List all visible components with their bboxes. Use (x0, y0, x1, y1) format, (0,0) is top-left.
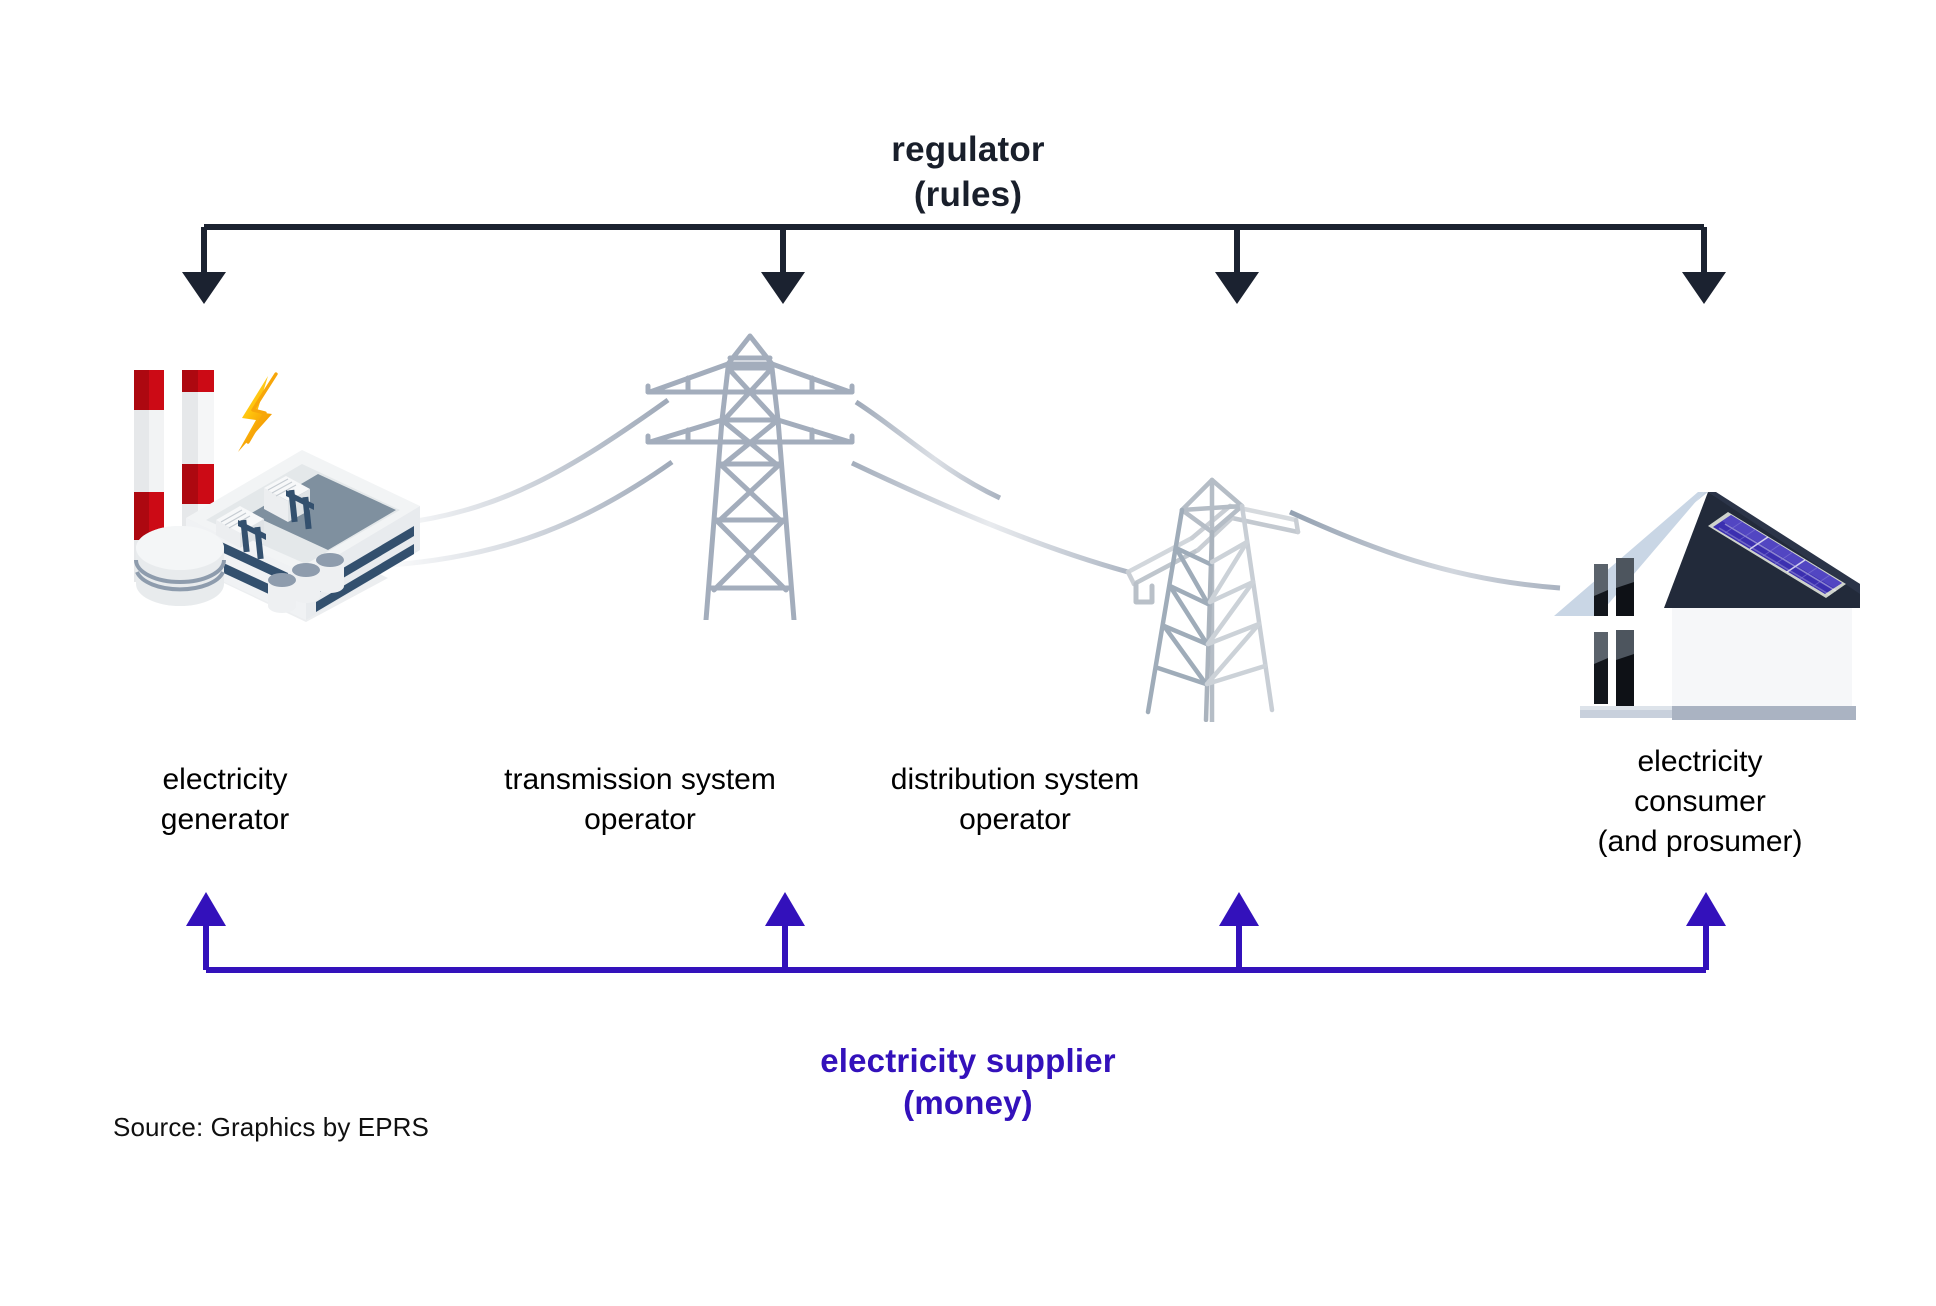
regulator-title: regulator (rules) (0, 128, 1936, 218)
transmission-pylon-icon (645, 333, 855, 620)
label-transmission-system-operator: transmission system operator (455, 760, 825, 840)
label-distribution-system-operator: distribution system operator (830, 760, 1200, 840)
supplier-arrowhead-transmission (765, 892, 805, 926)
regulator-title-line1: regulator (891, 130, 1045, 169)
regulator-arrowhead-transmission (761, 272, 805, 304)
label-generator-line1: electricity (162, 763, 288, 796)
power-line-gen-to-tso-upper (394, 397, 670, 527)
small-tanks (268, 553, 344, 613)
supplier-arrowhead-generator (186, 892, 226, 926)
power-plant-icon (134, 370, 420, 622)
label-transmission-line2: operator (584, 802, 696, 836)
label-transmission-line1: transmission system (504, 763, 776, 796)
storage-tank (134, 526, 226, 606)
house-base-front (1672, 706, 1856, 720)
power-line-dso-to-consumer (1288, 509, 1561, 591)
regulator-arrowhead-generator (182, 272, 226, 304)
house-front-wall (1672, 596, 1852, 706)
distribution-tower-icon (1125, 477, 1301, 722)
house-with-solar-panel-icon (1554, 492, 1860, 720)
label-distribution-line2: operator (959, 802, 1071, 836)
label-electricity-consumer: electricity consumer (and prosumer) (1510, 742, 1890, 862)
power-line-tso-to-dso (850, 460, 1129, 575)
label-consumer-line1: electricity (1637, 745, 1763, 778)
label-distribution-line1: distribution system (890, 763, 1140, 796)
supplier-title-line2: (money) (903, 1084, 1033, 1122)
supplier-arrowhead-consumer (1686, 892, 1726, 926)
regulator-arrowhead-distribution (1215, 272, 1259, 304)
regulator-arrowhead-consumer (1682, 272, 1726, 304)
supplier-arrowhead-distribution (1219, 892, 1259, 926)
label-consumer-line2: consumer (1634, 784, 1766, 818)
label-generator-line2: generator (160, 802, 290, 836)
label-electricity-generator: electricity generator (60, 760, 390, 840)
source-note: Source: Graphics by EPRS (113, 1112, 429, 1142)
supplier-title-line1: electricity supplier (820, 1042, 1116, 1079)
regulator-title-line2: (rules) (913, 174, 1023, 214)
lightning-bolt-icon (238, 376, 272, 452)
supplier-title: electricity supplier (money) (0, 1040, 1936, 1124)
power-line-tso-upper-right (854, 399, 1002, 501)
solar-panel (1708, 512, 1846, 598)
label-consumer-line3: (and prosumer) (1597, 824, 1803, 858)
power-line-gen-to-tso-lower (389, 459, 674, 568)
